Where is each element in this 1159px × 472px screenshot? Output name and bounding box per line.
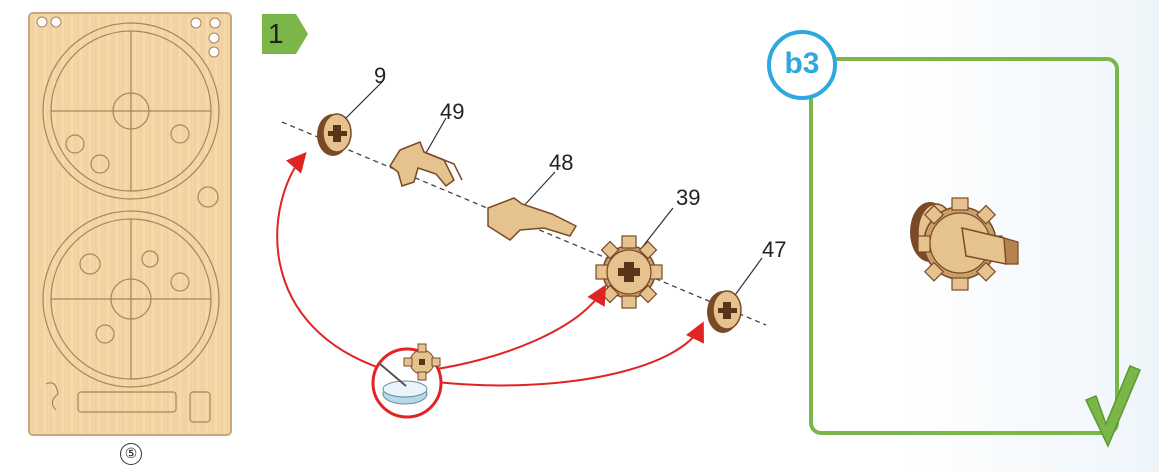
part-label-48: 48	[549, 150, 574, 175]
assembled-gear-unit	[910, 197, 1019, 291]
part-9-disc	[317, 113, 352, 156]
step-number: 1	[268, 18, 284, 49]
plywood-sheet	[28, 12, 232, 436]
glue-pot-icon	[371, 343, 443, 419]
part-label-39: 39	[676, 185, 701, 210]
sub-step-badge	[767, 30, 837, 100]
part-39-gear	[595, 235, 663, 309]
large-gear-top	[42, 22, 220, 200]
sub-step-label: b3	[784, 47, 820, 80]
large-gear-bottom	[42, 210, 220, 388]
result-frame	[809, 57, 1119, 435]
part-label-9: 9	[374, 63, 387, 88]
sheet-parts-drawing	[36, 16, 221, 423]
part-label-47: 47	[762, 237, 787, 262]
part-label-49: 49	[440, 99, 465, 124]
step-badge	[262, 14, 308, 54]
glue-arrows	[276, 151, 704, 387]
sheet-number-label: ⑤	[120, 443, 142, 465]
part-47-disc	[707, 290, 742, 333]
part-49-axle-piece	[388, 141, 463, 188]
part-48-axle-piece	[487, 197, 578, 241]
